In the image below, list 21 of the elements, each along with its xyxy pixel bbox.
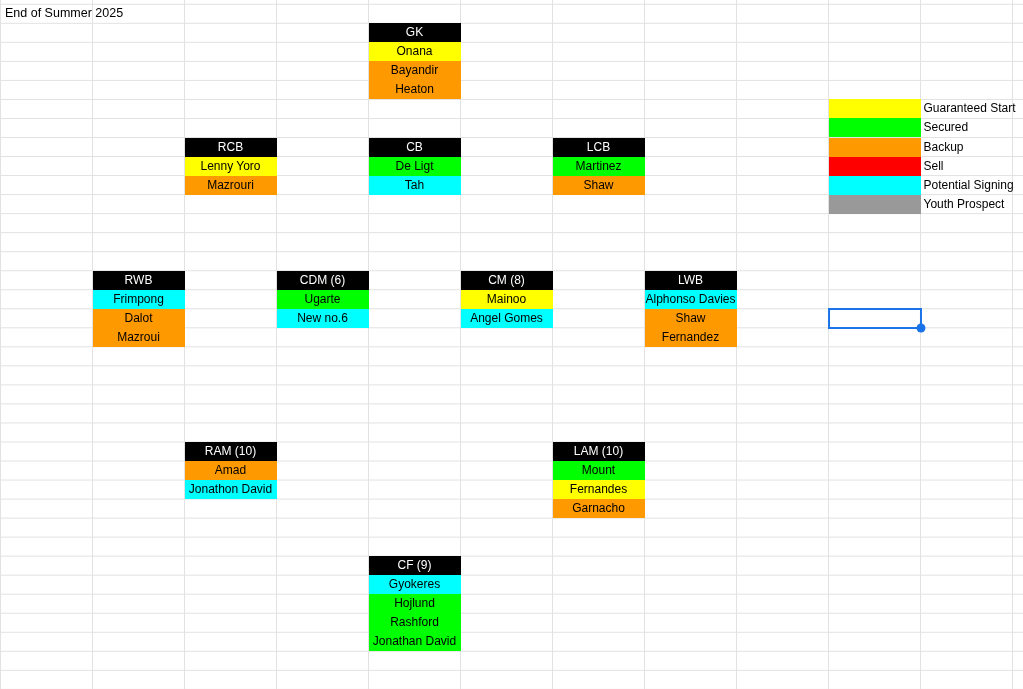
player-name: Jonathan David <box>368 632 461 652</box>
player-name: Amad <box>184 461 277 481</box>
player-name: Garnacho <box>552 499 645 519</box>
player-name: Bayandir <box>368 61 461 81</box>
position-header: CF (9) <box>368 556 461 576</box>
player-name: Onana <box>368 42 461 62</box>
player-name: Hojlund <box>368 594 461 614</box>
player-name: Mount <box>552 461 645 481</box>
sheet-title: End of Summer 2025 <box>5 6 124 22</box>
legend-label: Guaranteed Start <box>923 101 1016 117</box>
position-header: GK <box>368 23 461 43</box>
player-name: Rashford <box>368 613 461 633</box>
legend-label: Backup <box>923 139 964 155</box>
legend-label: Potential Signing <box>923 177 1014 193</box>
legend-label: Youth Prospect <box>923 196 1005 212</box>
player-name: Gyokeres <box>368 575 461 595</box>
legend-label: Sell <box>923 158 944 174</box>
player-name: Heaton <box>368 80 461 100</box>
legend-label: Secured <box>923 120 969 136</box>
player-name: Jonathon David <box>184 480 277 500</box>
player-name: Fernandes <box>552 480 645 500</box>
